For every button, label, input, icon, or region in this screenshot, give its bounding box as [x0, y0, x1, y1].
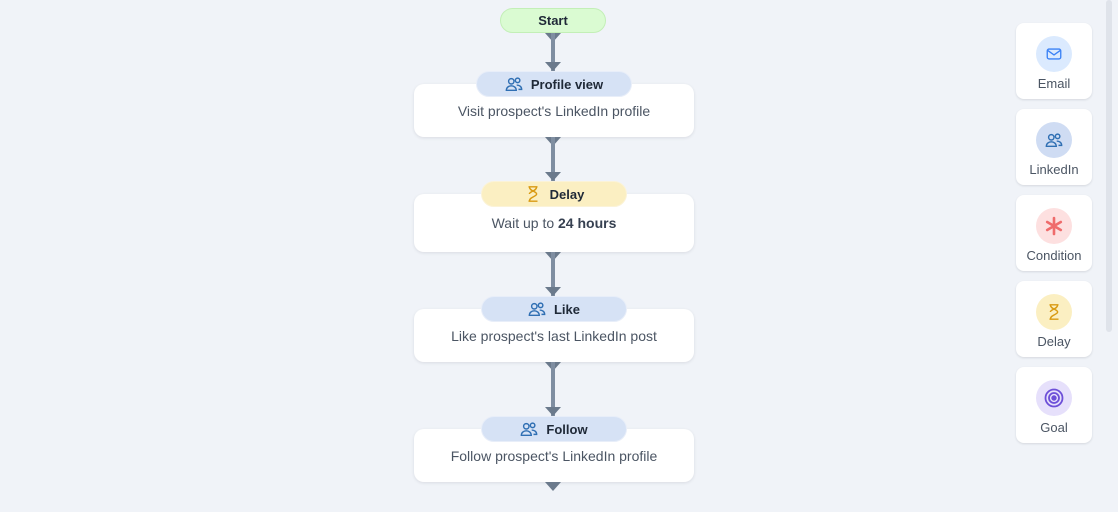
target-icon — [1044, 388, 1064, 408]
palette-label: Condition — [1026, 248, 1082, 263]
asterisk-icon-circle — [1036, 208, 1072, 244]
palette-item-delay[interactable]: Delay — [1016, 281, 1092, 357]
scrollbar[interactable] — [1106, 0, 1112, 332]
palette-label: Email — [1037, 76, 1071, 91]
palette-label: Goal — [1040, 420, 1068, 435]
envelope-icon — [1046, 48, 1062, 60]
step-tag-like: Like — [481, 296, 627, 322]
palette-item-condition[interactable]: Condition — [1016, 195, 1092, 271]
step-tag-follow: Follow — [481, 416, 627, 442]
asterisk-icon — [1045, 216, 1063, 236]
connector — [545, 137, 561, 181]
palette-item-email[interactable]: Email — [1016, 23, 1092, 99]
step-description: Visit prospect's LinkedIn profile — [457, 102, 651, 119]
connector — [545, 482, 561, 493]
palette-item-linkedin[interactable]: LinkedIn — [1016, 109, 1092, 185]
step-tag-label: Like — [553, 301, 580, 317]
step-description-bold: 24 hours — [558, 215, 617, 231]
step-tag-label: Delay — [549, 186, 585, 202]
step-tag-label: Follow — [546, 421, 588, 437]
step-description: Follow prospect's LinkedIn profile — [450, 447, 658, 464]
step-tag-label: Profile view — [530, 76, 604, 92]
step-tag-profile-view: Profile view — [476, 71, 632, 97]
start-node[interactable]: Start — [500, 8, 606, 33]
palette-label: Delay — [1037, 334, 1071, 349]
hourglass-icon — [1049, 304, 1059, 320]
people-icon — [528, 302, 546, 317]
connector — [545, 33, 561, 71]
connector — [545, 362, 561, 416]
hourglass-icon — [528, 186, 538, 202]
people-icon — [1045, 133, 1063, 148]
step-tag-delay: Delay — [481, 181, 627, 207]
hourglass-icon-circle — [1036, 294, 1072, 330]
palette-item-goal[interactable]: Goal — [1016, 367, 1092, 443]
people-icon — [521, 422, 538, 437]
people-icon — [505, 77, 523, 92]
envelope-icon-circle — [1036, 36, 1072, 72]
connector — [545, 252, 561, 296]
target-icon-circle — [1036, 380, 1072, 416]
start-label: Start — [538, 13, 568, 28]
step-description: Wait up to 24 hours — [492, 215, 617, 231]
step-description: Like prospect's last LinkedIn post — [451, 327, 657, 344]
people-icon-circle — [1036, 122, 1072, 158]
palette-label: LinkedIn — [1029, 162, 1079, 177]
step-description-prefix: Wait up to — [491, 215, 559, 231]
